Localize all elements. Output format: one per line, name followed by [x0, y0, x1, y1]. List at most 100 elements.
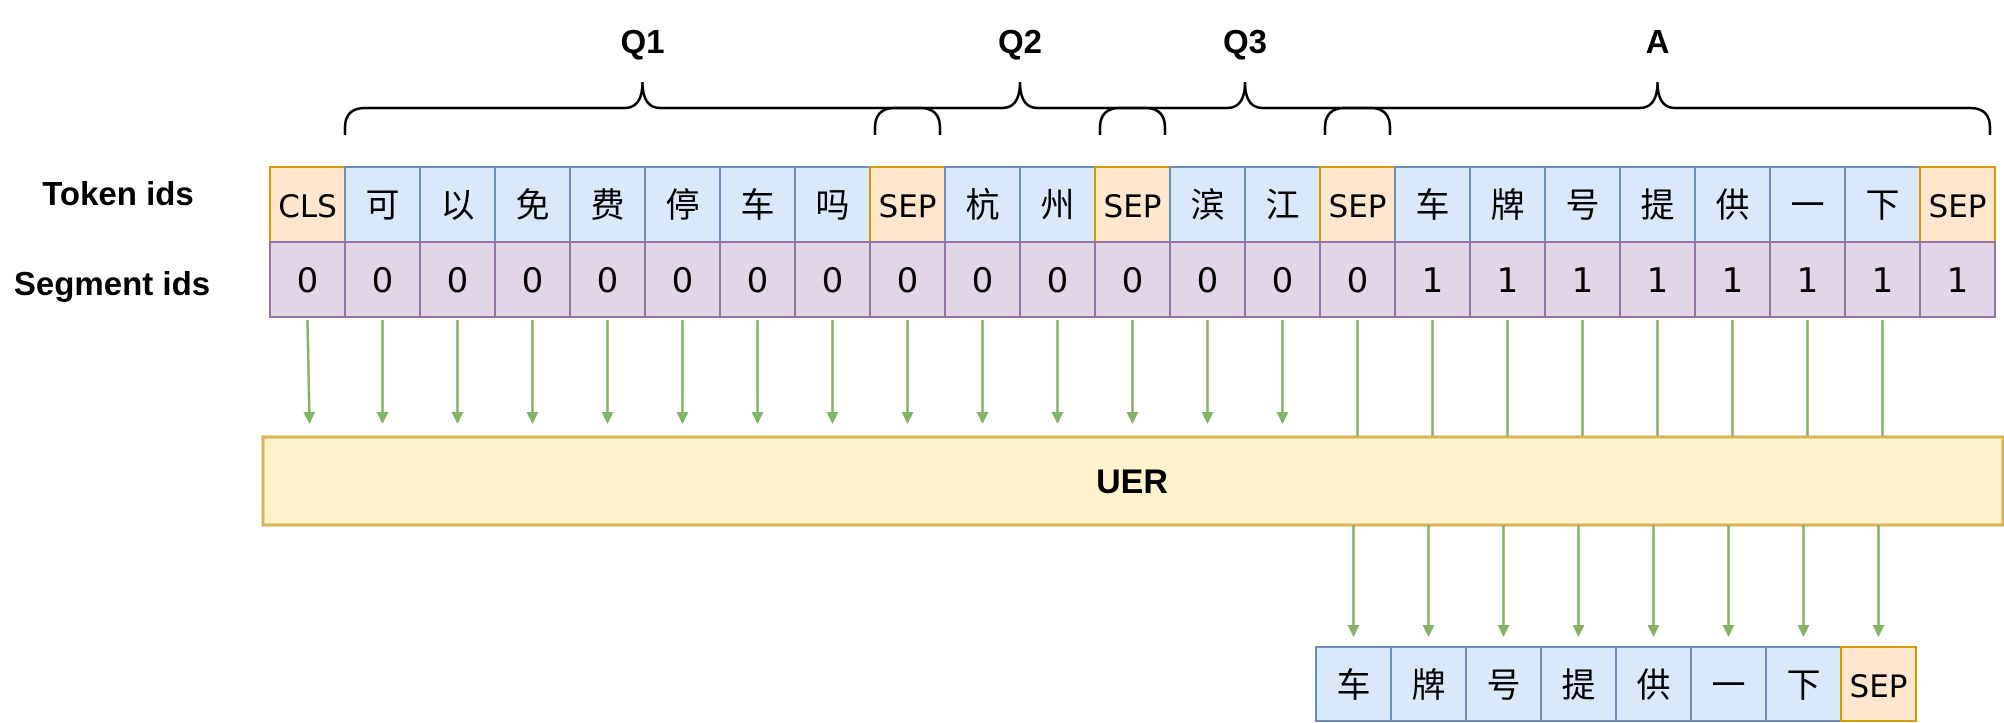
uer-model-box: UER [261, 435, 2004, 527]
token-cell: 车 [719, 166, 796, 243]
group-bracket: Q1 [343, 23, 942, 135]
token-cell: 免 [494, 166, 571, 243]
segment-cell: 0 [644, 241, 721, 318]
cell-label: 车 [741, 186, 775, 226]
cell-label: 一 [1712, 666, 1746, 706]
segment-cell: 1 [1844, 241, 1921, 318]
cell-label: 号 [1487, 666, 1521, 706]
token-cell: 停 [644, 166, 721, 243]
token-cell: 江 [1244, 166, 1321, 243]
segment-cell: 0 [344, 241, 421, 318]
segment-cell: 0 [794, 241, 871, 318]
token-cell: 杭 [944, 166, 1021, 243]
cell-label: 牌 [1412, 666, 1446, 706]
token-cell: 下 [1844, 166, 1921, 243]
cell-label: CLS [278, 189, 337, 225]
uer-model-label: UER [1096, 463, 1168, 501]
cell-label: 江 [1266, 186, 1300, 226]
input-arrow [303, 319, 316, 424]
cell-label: SEP [879, 189, 937, 225]
cell-label: 0 [1272, 261, 1294, 301]
cell-label: 一 [1791, 186, 1825, 226]
cell-label: 1 [1722, 261, 1744, 301]
cell-label: 0 [372, 261, 394, 301]
output-token-cell: 提 [1540, 646, 1617, 722]
cell-label: 车 [1337, 666, 1371, 706]
special-token-cell: SEP [1319, 166, 1396, 243]
group-brackets: Q1 Q2 Q3 A [343, 23, 1992, 135]
input-arrows [303, 319, 1884, 437]
token-cell: 滨 [1169, 166, 1246, 243]
cell-label: 杭 [966, 186, 1000, 226]
cell-label: 以 [441, 186, 475, 226]
output-token-cell: 号 [1465, 646, 1542, 722]
cell-label: SEP [1104, 189, 1162, 225]
cell-label: 0 [897, 261, 919, 301]
token-cell: 供 [1694, 166, 1771, 243]
cell-label: 停 [666, 186, 700, 226]
cell-label: 供 [1716, 186, 1750, 226]
segment-cell: 0 [719, 241, 796, 318]
cell-label: 0 [297, 261, 319, 301]
token-ids-label: Token ids [42, 175, 194, 212]
special-token-cell: SEP [1919, 166, 1996, 243]
cell-label: 0 [1347, 261, 1369, 301]
cell-label: 供 [1637, 666, 1671, 706]
output-token-cell: 供 [1615, 646, 1692, 722]
segment-cell: 0 [269, 241, 346, 318]
cell-label: 滨 [1191, 186, 1225, 226]
output-token-cell: 车 [1315, 646, 1392, 722]
segment-cell: 0 [869, 241, 946, 318]
cell-label: 0 [1197, 261, 1219, 301]
output-token-row: 车 牌 号 提 供 一 下 SEP [1315, 646, 1917, 722]
cell-label: 0 [1047, 261, 1069, 301]
output-token-cell: 一 [1690, 646, 1767, 722]
segment-cell: 1 [1919, 241, 1996, 318]
segment-cell: 0 [569, 241, 646, 318]
cell-label: 下 [1787, 666, 1821, 706]
cell-label: 提 [1641, 186, 1675, 226]
cell-label: 0 [747, 261, 769, 301]
group-bracket: Q3 [1098, 23, 1392, 135]
cell-label: 1 [1497, 261, 1519, 301]
token-cell: 牌 [1469, 166, 1546, 243]
cell-label: 下 [1866, 186, 1900, 226]
output-arrows [1347, 525, 1885, 637]
cell-label: 1 [1572, 261, 1594, 301]
segment-cell: 0 [1094, 241, 1171, 318]
group-label: Q1 [620, 23, 664, 60]
group-bracket: A [1323, 23, 1992, 135]
segment-ids-label: Segment ids [14, 265, 210, 302]
segment-cell: 0 [1019, 241, 1096, 318]
segment-cell: 1 [1619, 241, 1696, 318]
cell-label: 号 [1566, 186, 1600, 226]
group-label: Q2 [998, 23, 1042, 60]
cell-label: 0 [822, 261, 844, 301]
cell-label: 费 [591, 186, 625, 226]
segment-cell: 1 [1544, 241, 1621, 318]
token-cell: 吗 [794, 166, 871, 243]
special-token-cell: SEP [1094, 166, 1171, 243]
cell-label: 吗 [816, 186, 850, 226]
cell-label: 提 [1562, 666, 1596, 706]
token-cell: 费 [569, 166, 646, 243]
segment-cell: 1 [1394, 241, 1471, 318]
segment-cell: 0 [1169, 241, 1246, 318]
token-cell: 可 [344, 166, 421, 243]
group-label: Q3 [1223, 23, 1267, 60]
cell-label: 牌 [1491, 186, 1525, 226]
special-token-cell: CLS [269, 166, 346, 243]
token-cell: 号 [1544, 166, 1621, 243]
token-cell: 一 [1769, 166, 1846, 243]
special-token-cell: SEP [869, 166, 946, 243]
token-cell: 提 [1619, 166, 1696, 243]
output-token-cell: 牌 [1390, 646, 1467, 722]
cell-label: 州 [1041, 186, 1075, 226]
cell-label: 0 [522, 261, 544, 301]
segment-cell: 0 [1244, 241, 1321, 318]
segment-cell: 0 [494, 241, 571, 318]
cell-label: SEP [1850, 669, 1908, 705]
cell-label: 0 [447, 261, 469, 301]
